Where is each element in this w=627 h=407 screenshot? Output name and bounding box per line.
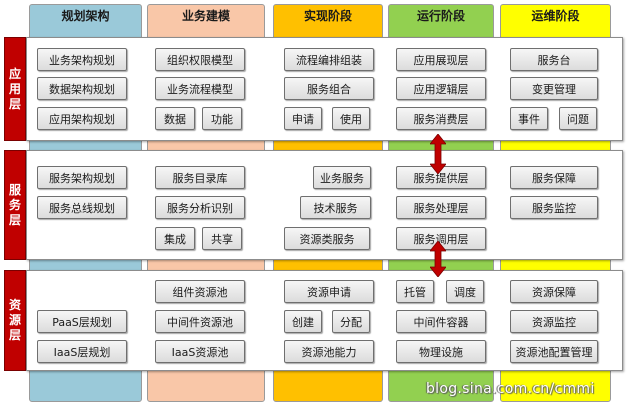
box-change-management: 变更管理	[510, 77, 598, 100]
box-process-orchestration: 流程编排组装	[284, 48, 374, 71]
box-request: 申请	[284, 107, 322, 130]
box-logic-layer: 应用逻辑层	[396, 77, 486, 100]
column-header-operation: 运维阶段	[531, 9, 580, 23]
box-iaas-pool: IaaS资源池	[155, 340, 245, 363]
box-service-processing-layer: 服务处理层	[396, 196, 486, 219]
box-integration: 集成	[155, 227, 195, 250]
box-use: 使用	[332, 107, 370, 130]
box-middleware-container: 中间件容器	[396, 310, 486, 333]
box-resource-assurance: 资源保障	[510, 280, 598, 303]
box-iaas-planning: IaaS层规划	[37, 340, 127, 363]
box-scheduling: 调度	[446, 280, 484, 303]
box-service-catalog: 服务目录库	[155, 166, 245, 189]
box-hosting: 托管	[396, 280, 434, 303]
box-incident: 事件	[510, 107, 548, 130]
box-service-consumption-layer: 服务消费层	[396, 107, 486, 130]
box-org-permission-model: 组织权限模型	[155, 48, 245, 71]
box-service-assurance: 服务保障	[510, 166, 598, 189]
box-pool-capability: 资源池能力	[284, 340, 374, 363]
box-data-architecture-planning: 数据架构规划	[37, 77, 127, 100]
box-service-composition: 服务组合	[284, 77, 374, 100]
box-service-desk: 服务台	[510, 48, 598, 71]
box-business-process-model: 业务流程模型	[155, 77, 245, 100]
column-header-modeling: 业务建模	[181, 9, 230, 23]
box-resource-monitoring: 资源监控	[510, 310, 598, 333]
box-sharing: 共享	[202, 227, 242, 250]
double-arrow-icon	[430, 134, 446, 174]
box-application-architecture-planning: 应用架构规划	[37, 107, 127, 130]
box-allocate: 分配	[332, 310, 370, 333]
box-presentation-layer: 应用展现层	[396, 48, 486, 71]
box-physical-facilities: 物理设施	[396, 340, 486, 363]
box-service-invocation-layer: 服务调用层	[396, 227, 486, 250]
box-technical-service: 技术服务	[300, 196, 371, 219]
box-function: 功能	[202, 107, 242, 130]
box-service-monitoring: 服务监控	[510, 196, 598, 219]
double-arrow-icon	[430, 241, 446, 277]
box-pool-config-management: 资源池配置管理	[510, 340, 598, 363]
layer-label-resource: 资源层	[4, 270, 26, 371]
column-header-planning: 规划架构	[61, 9, 110, 23]
box-create: 创建	[284, 310, 322, 333]
column-header-implementation: 实现阶段	[303, 9, 352, 23]
box-paas-planning: PaaS层规划	[37, 310, 127, 333]
box-service-analysis: 服务分析识别	[155, 196, 245, 219]
box-business-service: 业务服务	[313, 166, 371, 189]
box-data: 数据	[155, 107, 195, 130]
layer-label-service: 服务层	[4, 150, 26, 260]
box-resource-request: 资源申请	[284, 280, 374, 303]
layer-label-application: 应用层	[4, 37, 26, 141]
box-middleware-pool: 中间件资源池	[155, 310, 245, 333]
box-resource-service: 资源类服务	[284, 227, 370, 250]
box-service-bus-planning: 服务总线规划	[37, 196, 127, 219]
box-service-architecture-planning: 服务架构规划	[37, 166, 127, 189]
box-problem: 问题	[559, 107, 597, 130]
box-business-architecture-planning: 业务架构规划	[37, 48, 127, 71]
watermark: blog.sina.com.cn/cmmi	[426, 381, 595, 397]
column-header-runtime: 运行阶段	[416, 9, 465, 23]
box-component-pool: 组件资源池	[155, 280, 245, 303]
